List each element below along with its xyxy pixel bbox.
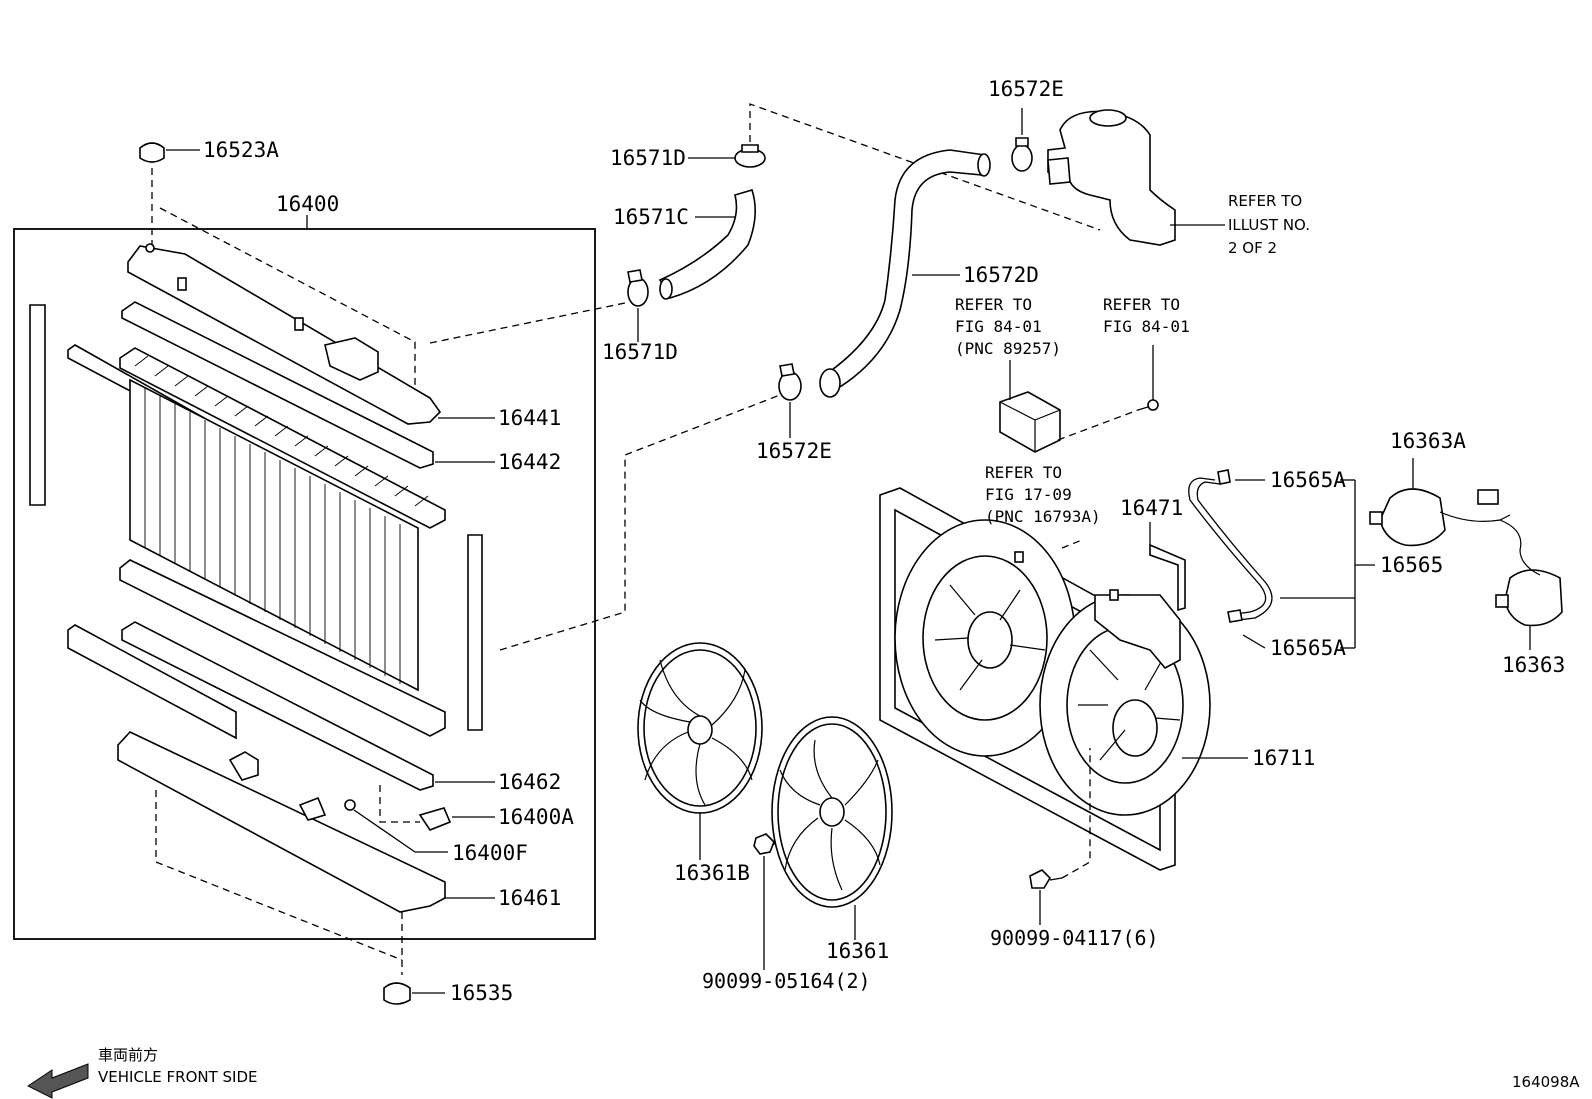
label-16523A: 16523A (203, 138, 279, 162)
label-16572D: 16572D (963, 263, 1039, 287)
figure-code: 164098A (1512, 1073, 1580, 1091)
svg-text:REFER TO: REFER TO (955, 295, 1032, 314)
label-16462: 16462 (498, 770, 561, 794)
hose-clamp-16572E-top (1011, 137, 1033, 172)
arrow-left-icon (27, 1063, 89, 1099)
bolt-84-01 (1137, 399, 1159, 411)
note-refer-16793: REFER TO FIG 17-09 (PNC 16793A) (985, 463, 1101, 526)
label-16400: 16400 (276, 192, 339, 216)
svg-text:REFER TO: REFER TO (1103, 295, 1180, 314)
nut-90099-05164 (753, 833, 775, 855)
label-16571D-bottom: 16571D (602, 340, 678, 364)
svg-text:(PNC 89257): (PNC 89257) (955, 339, 1061, 358)
label-16400A: 16400A (498, 805, 574, 829)
radiator-hose-outlet (819, 149, 991, 398)
label-16565: 16565 (1380, 553, 1443, 577)
radiator-support-cushion-bottom (383, 982, 411, 1005)
label-16571C: 16571C (613, 205, 689, 229)
upper-tank-gasket (121, 301, 434, 469)
label-16572E-top: 16572E (988, 77, 1064, 101)
label-16535: 16535 (450, 981, 513, 1005)
drain-cock-plug (344, 799, 452, 831)
svg-text:2 OF 2: 2 OF 2 (1228, 239, 1277, 257)
water-outlet-housing (1047, 109, 1176, 246)
svg-text:FIG 84-01: FIG 84-01 (955, 317, 1042, 336)
svg-text:FIG 17-09: FIG 17-09 (985, 485, 1072, 504)
svg-text:REFER TO: REFER TO (985, 463, 1062, 482)
lower-tank-gasket (121, 621, 434, 791)
radiator-upper-tank (127, 243, 442, 425)
fan-wire-harness (1188, 469, 1273, 623)
radiator-core (29, 304, 483, 740)
cooling-fan-ecu (999, 391, 1061, 453)
hose-clamp-16572E-bottom (778, 363, 802, 401)
label-16565A-top: 16565A (1270, 468, 1346, 492)
label-16361: 16361 (826, 939, 889, 963)
direction-label-en: VEHICLE FRONT SIDE (98, 1068, 258, 1086)
cooling-fan-16361 (771, 716, 893, 908)
fan-shroud-bracket (1149, 543, 1186, 612)
radiator-assembly-box (13, 228, 596, 940)
label-16363A: 16363A (1390, 429, 1466, 453)
fan-motor-16363 (1495, 519, 1563, 627)
label-16461: 16461 (498, 886, 561, 910)
svg-text:REFER TO: REFER TO (1228, 192, 1302, 210)
note-refer-89257: REFER TO FIG 84-01 (PNC 89257) (955, 295, 1061, 358)
direction-label-jp: 車両前方 (98, 1046, 158, 1064)
label-16565A-bottom: 16565A (1270, 636, 1346, 660)
label-16441: 16441 (498, 406, 561, 430)
label-16471: 16471 (1120, 496, 1183, 520)
svg-text:(PNC 16793A): (PNC 16793A) (985, 507, 1101, 526)
label-16400F: 16400F (452, 841, 528, 865)
label-16361B: 16361B (674, 861, 750, 885)
radiator-lower-tank (117, 731, 446, 913)
radiator-hose-clamp-lower (627, 269, 649, 307)
label-90099-05164: 90099-05164(2) (702, 969, 871, 993)
fan-motor-16363A (1369, 488, 1511, 547)
note-refer-84-01: REFER TO FIG 84-01 (1103, 295, 1190, 336)
label-16711: 16711 (1252, 746, 1315, 770)
bolt-90099-04117 (1029, 869, 1063, 889)
note-refer-illust: REFER TO ILLUST NO. 2 OF 2 (1228, 192, 1310, 257)
radiator-hose-upper-clamp-top (734, 144, 766, 168)
label-16363: 16363 (1502, 653, 1565, 677)
fan-shroud (879, 487, 1211, 871)
radiator-support-cushion-top (139, 142, 165, 163)
label-16571D-top: 16571D (610, 146, 686, 170)
cooling-fan-16361B (637, 642, 763, 814)
label-16442: 16442 (498, 450, 561, 474)
radiator-hose-inlet (658, 189, 756, 300)
label-16572E-bottom: 16572E (756, 439, 832, 463)
label-90099-04117: 90099-04117(6) (990, 926, 1159, 950)
svg-text:ILLUST NO.: ILLUST NO. (1228, 216, 1310, 234)
svg-text:FIG 84-01: FIG 84-01 (1103, 317, 1190, 336)
